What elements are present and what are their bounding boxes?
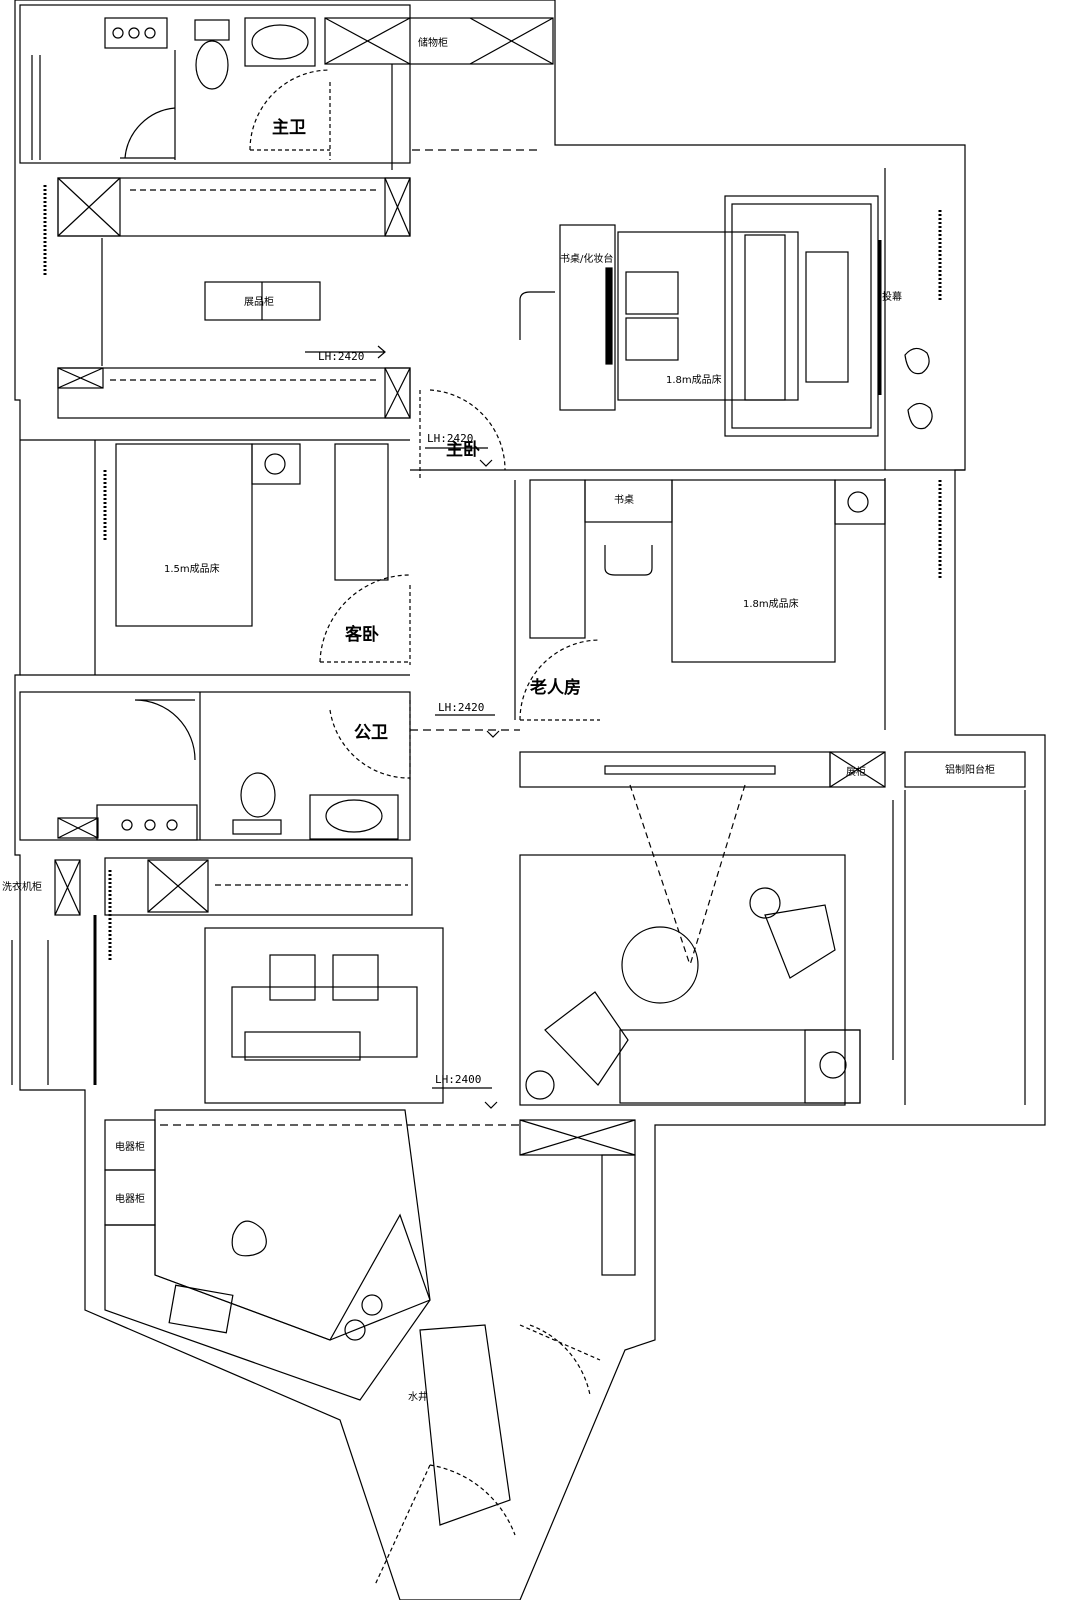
elder-room-label: 老人房	[529, 677, 581, 698]
water-well-label: 水井	[408, 1390, 428, 1403]
lh-arrow-4	[432, 1087, 498, 1109]
elder-room	[514, 478, 942, 730]
appliance-cabinet-2-label: 电器柜	[115, 1192, 145, 1205]
bed-15-label: 1.5m成品床	[164, 562, 220, 575]
washing-machine-cabinet-label: 洗衣机柜	[2, 880, 42, 893]
ceiling-height-4: LH:2400	[435, 1073, 481, 1086]
aluminum-balcony-cabinet-label: 铝制阳台柜	[945, 763, 995, 776]
desk-label: 书桌	[614, 493, 634, 506]
walk-in-closet	[43, 177, 411, 419]
projector-screen-label: 投幕	[882, 290, 902, 303]
desk-vanity-label: 书桌/化妆台	[560, 252, 613, 265]
display-cabinet-label: 展柜	[846, 765, 866, 778]
public-bathroom	[19, 691, 411, 841]
lh-arrow-3	[435, 714, 500, 738]
public-bath-label: 公卫	[354, 723, 388, 743]
ceiling-height-1: LH:2420	[318, 350, 364, 363]
appliance-cabinet-1-label: 电器柜	[115, 1140, 145, 1153]
ceiling-height-3: LH:2420	[438, 701, 484, 714]
master-bedroom	[410, 168, 965, 480]
storage-cabinet-label: 储物柜	[418, 36, 448, 49]
ceiling-height-2: LH:2420	[427, 432, 473, 445]
bed-18-elder-label: 1.8m成品床	[743, 597, 799, 610]
guest-bedroom	[20, 439, 411, 676]
master-bath-label: 主卫	[272, 117, 306, 138]
display-cabinet-top-label: 展品柜	[244, 295, 274, 308]
master-bedroom-label: 主卧	[446, 439, 480, 460]
guest-bedroom-label: 客卧	[344, 624, 379, 645]
living-dining	[11, 751, 1026, 1106]
lh-arrow-2	[425, 447, 493, 467]
outer-wall	[14, 0, 1046, 1600]
lh-arrow-1	[305, 345, 386, 359]
kitchen	[104, 1109, 636, 1586]
master-bathroom	[19, 4, 554, 170]
bed-18-master-label: 1.8m成品床	[666, 373, 722, 386]
